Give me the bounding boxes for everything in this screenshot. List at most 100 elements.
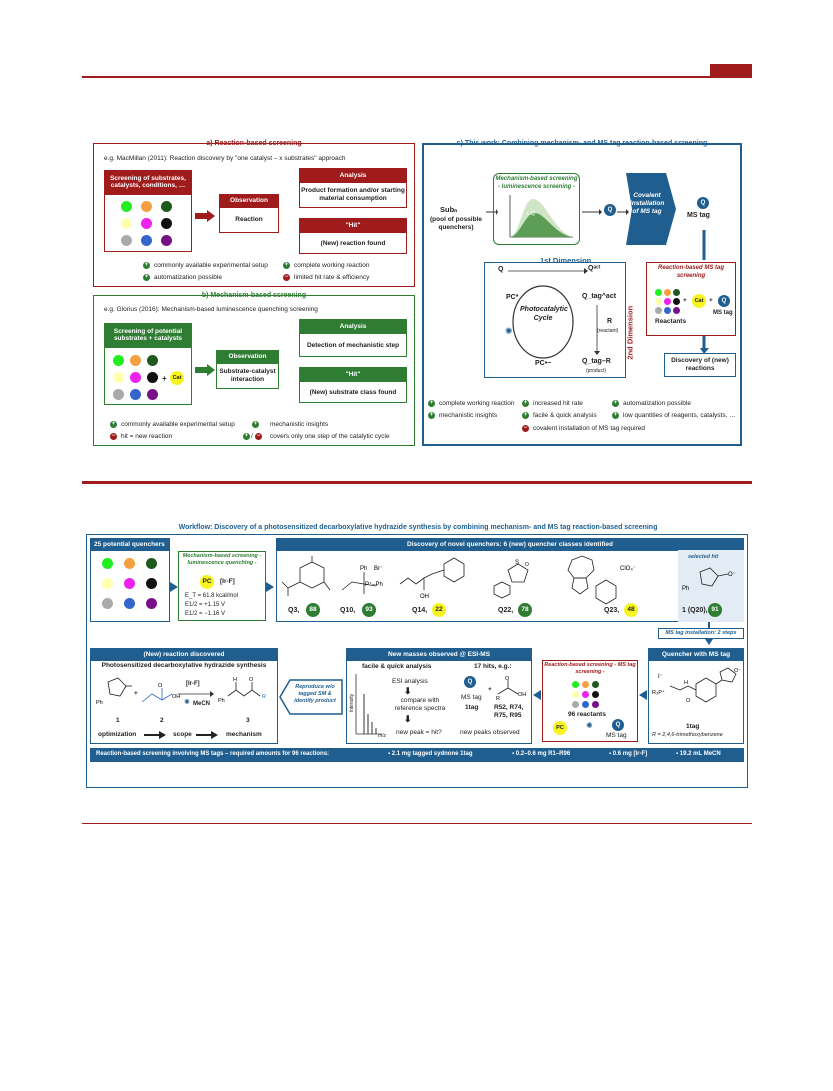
new-peaks-label: new peaks observed	[460, 729, 520, 736]
panel-a-screen-header: Screening of substrates, catalysts, cond…	[104, 170, 192, 194]
panel-a-analysis-header: Analysis	[299, 168, 407, 182]
down-arrow: ⬇	[404, 686, 412, 696]
reactant-dot	[141, 201, 152, 212]
hits-label: 17 hits, e.g.:	[474, 663, 512, 670]
reactant-dot	[572, 681, 579, 688]
svg-text:OH: OH	[518, 692, 526, 698]
arrow-right	[617, 209, 629, 215]
amount-text: 0.2–0.6 mg R1–R96	[515, 751, 571, 757]
plus-sign: +	[488, 686, 492, 693]
top-rule	[82, 76, 752, 78]
substrate-dot	[147, 389, 158, 400]
reactant-label: (reactant)	[597, 328, 619, 334]
vertical-connector	[702, 230, 706, 260]
bottom-rule	[82, 823, 752, 824]
qtag-r-label: Q_tag–R	[582, 358, 611, 365]
panel-a-arrow	[195, 210, 215, 222]
plus-icon: +	[522, 412, 529, 419]
panel-b-observation-box	[216, 363, 279, 389]
q23-molecule: ClO₄⁻	[567, 555, 636, 605]
esi-step: new peak = hit?	[396, 729, 442, 736]
acid-2: OHO	[141, 683, 180, 703]
esi-box	[346, 660, 532, 744]
quencher-dot	[146, 558, 157, 569]
panel-c-pro: complete working reaction	[439, 400, 515, 407]
svg-text:OH: OH	[420, 594, 429, 600]
lamp-icon: ✺	[184, 699, 190, 706]
svg-text:Ph: Ph	[96, 700, 103, 706]
new-reaction-box	[90, 660, 278, 744]
q-act-label: Qᵃᶜᵗ	[588, 265, 601, 272]
amount-text: 0.6 mg [Ir-F]	[612, 751, 648, 757]
panel-a-pro: commonly available experimental setup	[154, 262, 268, 269]
pc-star-label: PC*	[506, 294, 519, 301]
qtag-header: Quencher with MS tag	[648, 648, 744, 660]
quencher-dot	[124, 598, 135, 609]
reactant-dot	[161, 218, 172, 229]
quencher-label: Q23,	[604, 607, 620, 614]
facile-label: facile & quick analysis	[362, 663, 432, 670]
panel-a-observation-text: Reaction	[235, 216, 263, 223]
r-definition: R = 2,4,6-trimethoxybenzene	[652, 732, 723, 738]
photocatalytic-cycle	[512, 285, 574, 359]
lamp-icon: ✺	[505, 326, 513, 336]
reactant-dot	[141, 235, 152, 246]
quencher-label: Q22,	[498, 607, 514, 614]
panel-b-title: b) Mechanism-based screening	[201, 292, 307, 299]
panel-c-con: covalent installation of MS tag required	[533, 425, 646, 432]
rb-ms-title: Reaction-based screening - MS tag screen…	[544, 662, 636, 675]
amount-item: ▪ 0.6 mg [Ir-F]	[609, 751, 648, 757]
reactant-dot	[141, 218, 152, 229]
sydnone-1: Ph	[96, 677, 132, 706]
discovery-box	[664, 353, 736, 377]
mech-screening-title: Mechanism-based screening - luminescence…	[495, 176, 578, 190]
substrate-dot	[130, 372, 141, 383]
amount-item: ▪ 2.1 mg tagged sydnone 1tag	[388, 751, 473, 757]
quencher-dot	[102, 578, 113, 589]
reactant-dot	[572, 691, 579, 698]
reactant-dot	[582, 681, 589, 688]
quencher-score: 93	[362, 603, 376, 617]
panel-b-con: hit = new reaction	[121, 433, 173, 440]
reactant-dot	[664, 307, 671, 314]
plus-q-label: + Q	[526, 211, 536, 217]
panel-a-pro: automatization possible	[154, 274, 222, 281]
mech-quench-box	[178, 551, 266, 621]
cycle-box	[484, 262, 626, 378]
svg-text:O⁻: O⁻	[734, 668, 741, 674]
panel-a-screen-box	[104, 194, 192, 252]
pc-badge: PC	[553, 721, 567, 735]
panel-c-pro: mechanistic insights	[439, 412, 498, 419]
reactant-dot	[655, 298, 662, 305]
et-label: E_T = 61.8 kcal/mol	[185, 593, 239, 599]
mech-quench-title: Mechanism-based screening - luminescence…	[182, 553, 262, 566]
quencher-label: Q14,	[412, 607, 428, 614]
esi-step: compare with reference spectra	[394, 697, 446, 713]
e1-label: E1/2 = +1.15 V	[185, 602, 226, 608]
middle-rule	[82, 481, 752, 484]
panel-a-observation-header: Observation	[219, 194, 279, 207]
svg-text:H: H	[233, 677, 237, 683]
reactant-dot	[664, 298, 671, 305]
panel-b-con: covers only one step of the catalytic cy…	[270, 433, 390, 440]
reactant-dot	[121, 218, 132, 229]
quencher-dot	[146, 598, 157, 609]
dim2-label: 2nd Dimension	[625, 305, 635, 360]
svg-text:O: O	[158, 683, 163, 689]
q14-molecule: OH	[399, 557, 465, 600]
minus-icon: −	[522, 425, 529, 432]
rb-ms-box	[542, 660, 638, 742]
svg-text:O: O	[249, 677, 254, 683]
sydnone-molecule: O⁻Ph	[682, 567, 736, 592]
arrow-left	[639, 690, 647, 700]
quencher-score: 91	[708, 603, 722, 617]
quencher-dot	[124, 558, 135, 569]
arrow-right	[170, 582, 178, 592]
irf-label: [Ir-F]	[220, 578, 235, 585]
qtag-act-label: Q_tag^act	[582, 293, 617, 300]
q-circle: Q	[697, 197, 709, 209]
quencher-label: 1 (Q20),	[682, 607, 708, 614]
svg-text:Ph: Ph	[218, 698, 225, 704]
